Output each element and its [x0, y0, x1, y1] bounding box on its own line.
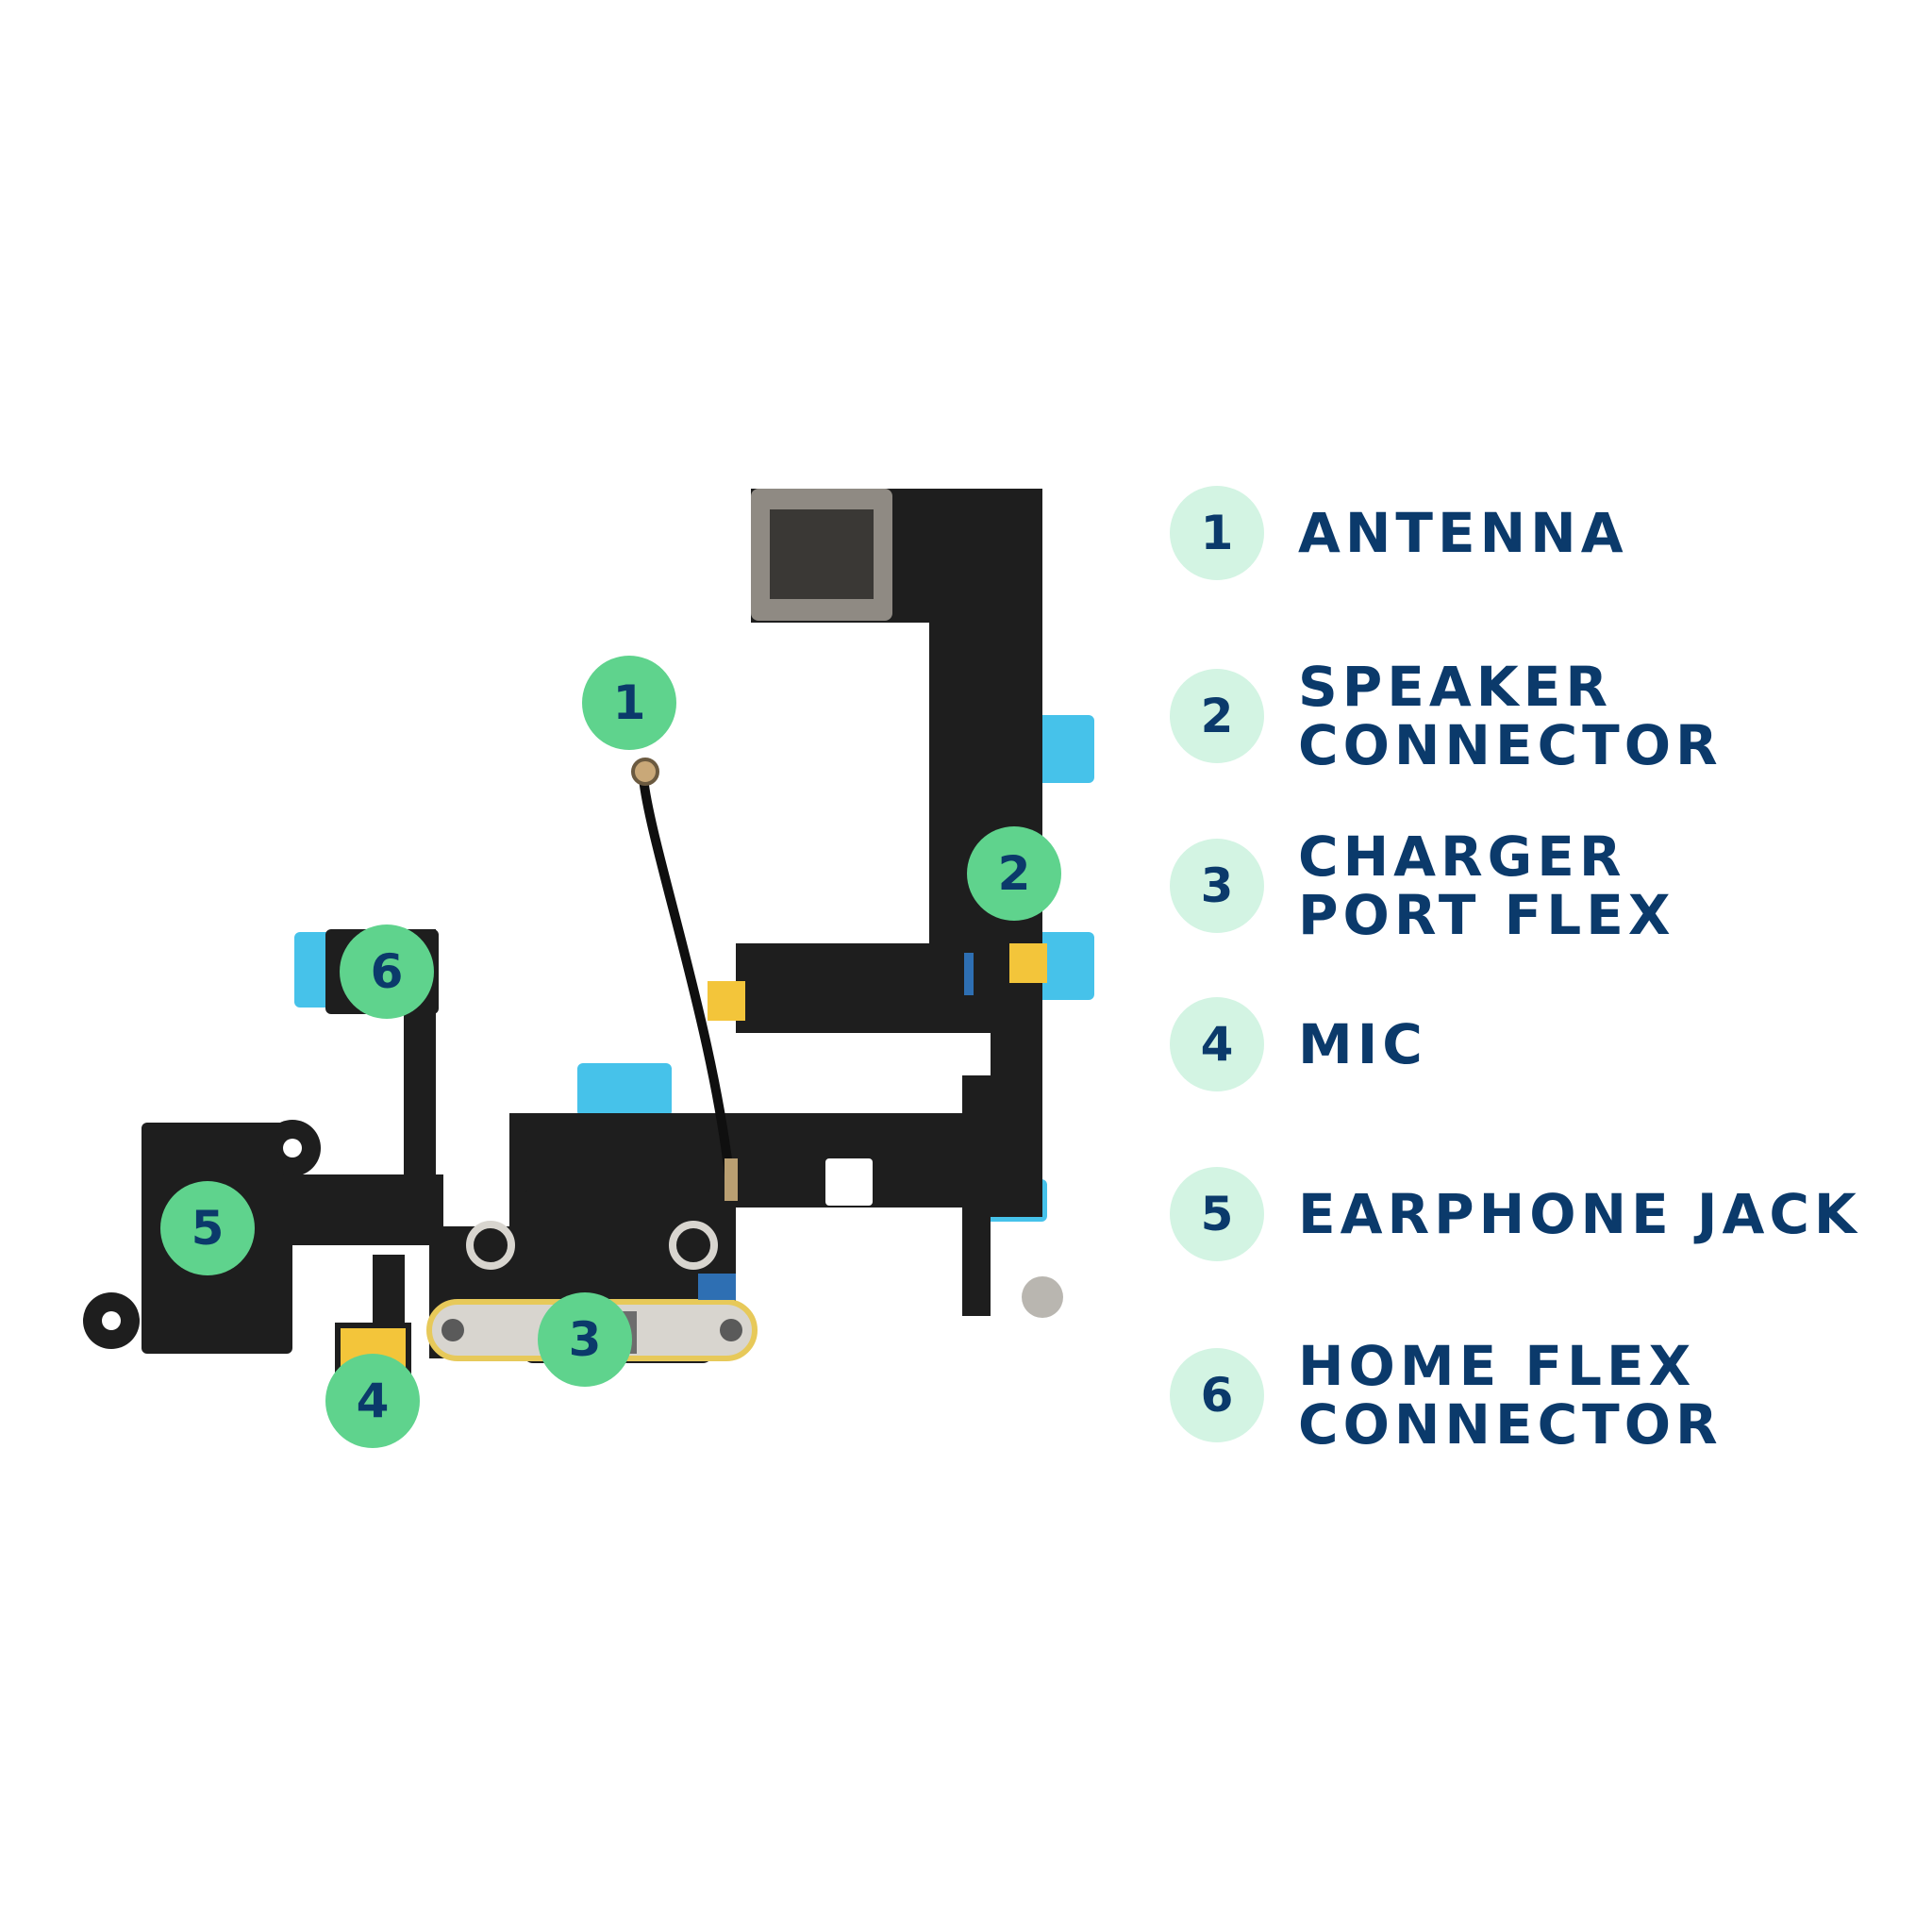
jack-ear-hole [283, 1139, 302, 1158]
jack-arm [283, 1174, 443, 1245]
flex-screw-tab [1022, 1276, 1063, 1318]
legend-badge: 2 [1170, 669, 1264, 763]
legend-item-antenna: 1 ANTENNA [1170, 486, 1628, 580]
jack-ear-hole [102, 1311, 121, 1330]
callout-circle [582, 656, 676, 750]
callout-number: 2 [998, 846, 1031, 901]
callout-circle [538, 1292, 632, 1387]
legend-badge: 3 [1170, 839, 1264, 933]
legend-item-earphone-jack: 5 EARPHONE JACK [1170, 1167, 1861, 1261]
bracket-screw-hole [720, 1319, 742, 1341]
legend-label: CHARGER PORT FLEX [1298, 827, 1675, 944]
legend-label: HOME FLEX CONNECTOR [1298, 1337, 1723, 1454]
legend-label: MIC [1298, 1015, 1427, 1074]
legend-item-speaker-connector: 2 SPEAKER CONNECTOR [1170, 658, 1723, 774]
callout-number: 1 [613, 675, 646, 730]
callout-mic: 4 [325, 1354, 420, 1448]
callouts: 1 2 3 4 5 6 [160, 656, 1061, 1448]
callout-circle [325, 1354, 420, 1448]
antenna [631, 758, 738, 1201]
flex-window [825, 1158, 873, 1206]
callout-home-flex-connector: 6 [340, 924, 434, 1019]
callout-earphone-jack: 5 [160, 1181, 255, 1275]
legend-label-line: ANTENNA [1298, 501, 1628, 565]
callout-circle [340, 924, 434, 1019]
blue-component [698, 1274, 736, 1300]
legend-badge: 1 [1170, 486, 1264, 580]
legend-badge: 5 [1170, 1167, 1264, 1261]
legend-label-line: CHARGER [1298, 824, 1626, 889]
antenna-connector [631, 758, 659, 786]
callout-circle [160, 1181, 255, 1275]
antenna-solder [724, 1158, 738, 1201]
top-metal-shield-inner [770, 509, 874, 599]
legend-label-line: HOME FLEX [1298, 1334, 1696, 1398]
callout-number: 3 [569, 1312, 602, 1367]
gold-pad [1009, 943, 1047, 983]
callout-antenna: 1 [582, 656, 676, 750]
callout-charger-port-flex: 3 [538, 1292, 632, 1387]
legend-item-mic: 4 MIC [1170, 997, 1427, 1091]
antenna-wire [639, 777, 736, 1194]
adhesive-tab [577, 1063, 672, 1117]
main-flex-body [736, 489, 1042, 1316]
blue-marker [964, 953, 974, 995]
legend-item-charger-port-flex: 3 CHARGER PORT FLEX [1170, 827, 1675, 944]
legend-badge: 6 [1170, 1348, 1264, 1442]
legend-label-line: MIC [1298, 1012, 1427, 1076]
legend-label-line: CONNECTOR [1298, 1392, 1723, 1457]
legend-label: ANTENNA [1298, 504, 1628, 562]
legend-label: SPEAKER CONNECTOR [1298, 658, 1723, 774]
callout-number: 6 [371, 944, 404, 999]
gold-pad [708, 981, 745, 1021]
callout-number: 4 [357, 1374, 390, 1428]
legend-item-home-flex-connector: 6 HOME FLEX CONNECTOR [1170, 1337, 1723, 1454]
plug-ring [669, 1221, 718, 1270]
legend-label-line: PORT FLEX [1298, 883, 1675, 947]
legend-label: EARPHONE JACK [1298, 1185, 1861, 1243]
callout-circle [967, 826, 1061, 921]
callout-speaker-connector: 2 [967, 826, 1061, 921]
legend-label-line: EARPHONE JACK [1298, 1182, 1861, 1246]
callout-number: 5 [192, 1201, 225, 1256]
legend-label-line: CONNECTOR [1298, 713, 1723, 777]
legend-label-line: SPEAKER [1298, 655, 1613, 719]
bracket-screw-hole [441, 1319, 464, 1341]
legend-badge: 4 [1170, 997, 1264, 1091]
plug-ring [466, 1221, 515, 1270]
